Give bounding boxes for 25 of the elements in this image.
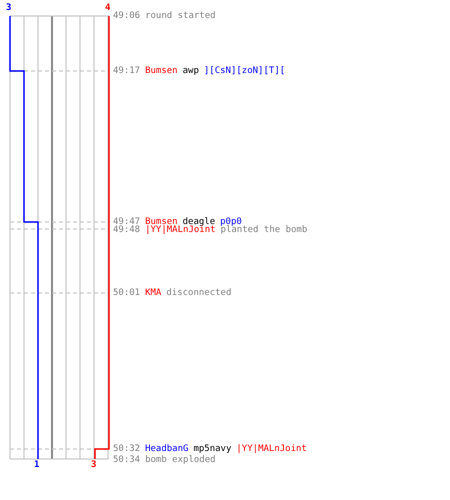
player-name: KMA — [145, 288, 162, 298]
event-text: planted the bomb — [220, 225, 308, 235]
player-name: ][CsN][zoN][T][ — [204, 66, 286, 76]
event-time: 49:17 — [113, 66, 140, 76]
event-text: round started — [145, 11, 216, 21]
event-text: disconnected — [166, 288, 232, 298]
event-time: 49:06 — [113, 11, 140, 21]
event-time: 49:47 — [113, 217, 140, 227]
player-name: HeadbanG — [145, 444, 188, 454]
weapon-name: deagle — [182, 217, 216, 227]
player-count: 3 — [91, 460, 96, 470]
weapon-name: awp — [182, 66, 199, 76]
player-count: 3 — [6, 3, 12, 13]
player-count: 1 — [34, 460, 40, 470]
event-time: 50:32 — [113, 444, 140, 454]
event-time: 49:48 — [113, 225, 140, 235]
event-time: 50:01 — [113, 288, 140, 298]
player-name: p0p0 — [220, 217, 242, 227]
weapon-name: mp5navy — [193, 444, 232, 454]
player-name: Bumsen — [145, 66, 178, 76]
event-time: 50:34 — [113, 455, 140, 465]
event-text: bomb exploded — [145, 455, 216, 465]
player-name: |YY|MALnJoint — [145, 225, 216, 235]
player-name: |YY|MALnJoint — [236, 444, 307, 454]
player-count: 4 — [105, 3, 110, 13]
